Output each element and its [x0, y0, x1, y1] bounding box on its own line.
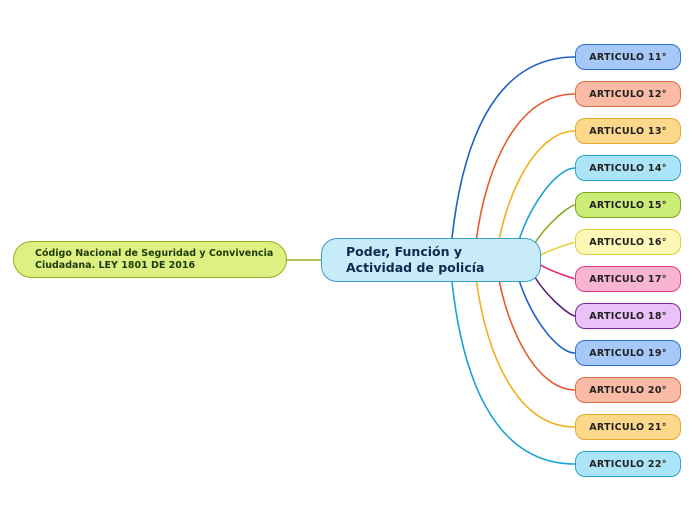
- connector-article-14: [515, 167, 576, 251]
- connector-article-19: [515, 269, 576, 354]
- connector-article-21: [475, 277, 576, 428]
- connector-article-12: [475, 93, 576, 243]
- article-node-13[interactable]: ARTICULO 13°: [575, 118, 681, 144]
- article-label: ARTICULO 20°: [589, 384, 667, 396]
- connector-article-16: [535, 241, 576, 259]
- left-topic-node[interactable]: Código Nacional de Seguridad y Convivenc…: [13, 241, 287, 278]
- article-node-20[interactable]: ARTICULO 20°: [575, 377, 681, 403]
- article-label: ARTICULO 21°: [589, 421, 667, 433]
- article-node-12[interactable]: ARTICULO 12°: [575, 81, 681, 107]
- article-label: ARTICULO 14°: [589, 162, 667, 174]
- left-topic-label: Código Nacional de Seguridad y Convivenc…: [35, 247, 274, 271]
- connector-article-17: [535, 261, 576, 280]
- article-node-11[interactable]: ARTICULO 11°: [575, 44, 681, 70]
- article-label: ARTICULO 19°: [589, 347, 667, 359]
- article-label: ARTICULO 16°: [589, 236, 667, 248]
- connector-article-22: [451, 281, 576, 465]
- article-node-15[interactable]: ARTICULO 15°: [575, 192, 681, 218]
- article-node-14[interactable]: ARTICULO 14°: [575, 155, 681, 181]
- article-node-21[interactable]: ARTICULO 21°: [575, 414, 681, 440]
- article-label: ARTICULO 22°: [589, 458, 667, 470]
- article-label: ARTICULO 17°: [589, 273, 667, 285]
- article-node-18[interactable]: ARTICULO 18°: [575, 303, 681, 329]
- connector-article-11: [451, 56, 576, 239]
- article-node-17[interactable]: ARTICULO 17°: [575, 266, 681, 292]
- article-label: ARTICULO 11°: [589, 51, 667, 63]
- article-label: ARTICULO 18°: [589, 310, 667, 322]
- article-label: ARTICULO 13°: [589, 125, 667, 137]
- connector-article-20: [497, 273, 576, 391]
- central-topic-node[interactable]: Poder, Función y Actividad de policía: [321, 238, 541, 282]
- article-node-16[interactable]: ARTICULO 16°: [575, 229, 681, 255]
- article-label: ARTICULO 15°: [589, 199, 667, 211]
- article-node-22[interactable]: ARTICULO 22°: [575, 451, 681, 477]
- connector-article-13: [497, 130, 576, 247]
- article-label: ARTICULO 12°: [589, 88, 667, 100]
- central-topic-label: Poder, Función y Actividad de policía: [346, 244, 485, 275]
- article-node-19[interactable]: ARTICULO 19°: [575, 340, 681, 366]
